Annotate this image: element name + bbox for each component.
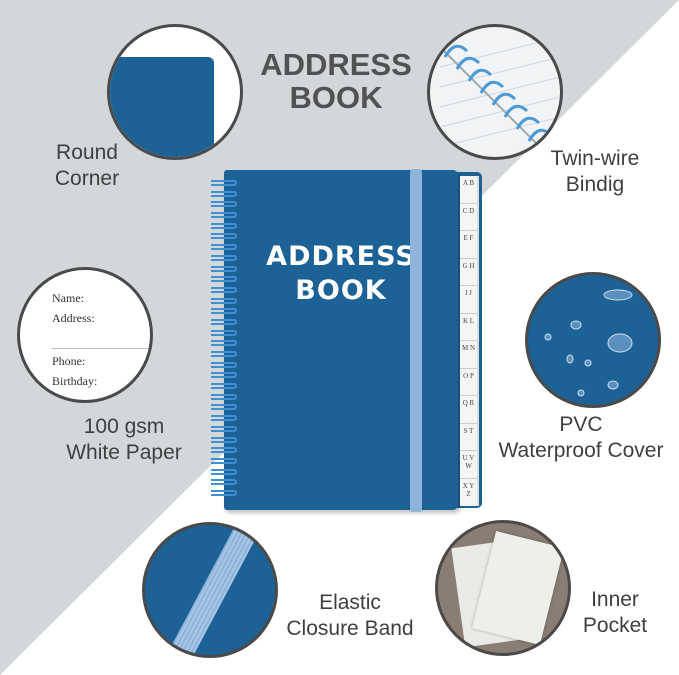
form-field-phone: Phone:: [52, 354, 86, 368]
paper-circle: Name: Address: Phone: Birthday: Notes:: [17, 267, 153, 403]
spiral-coil: [211, 297, 237, 304]
spiral-coil: [211, 318, 237, 325]
spiral-coil: [211, 254, 237, 261]
label-line: PVC: [559, 413, 603, 436]
spiral-coil: [211, 340, 237, 347]
title-line1: ADDRESS: [260, 47, 412, 82]
spiral-coil: [211, 351, 237, 357]
spiral-coil: [211, 190, 237, 197]
tab: Q R: [460, 396, 477, 424]
pocket-circle: [435, 520, 571, 656]
tab: G H: [460, 259, 477, 286]
spiral-coil: [211, 489, 237, 496]
label-line: Corner: [54, 167, 120, 190]
spiral-coil: [211, 329, 237, 336]
page-title: ADDRESS BOOK: [236, 48, 436, 114]
cover-title-line2: BOOK: [295, 275, 387, 306]
spiral-coil: [211, 265, 237, 272]
pvc-circle: [525, 272, 661, 408]
label-line: Waterproof Cover: [498, 439, 664, 462]
cover-title: ADDRESS BOOK: [224, 240, 458, 308]
tab: O P: [460, 369, 477, 396]
spiral-coil: [211, 447, 237, 454]
twin-wire-circle: [427, 24, 563, 160]
tab: K L: [460, 314, 477, 341]
tab: M N: [460, 341, 477, 369]
label-line: White Paper: [66, 441, 182, 464]
tab: C D: [460, 204, 477, 231]
form-field-notes: Notes:: [52, 394, 84, 403]
front-cover: ADDRESS BOOK: [224, 170, 458, 510]
paper-label: 100 gsm White Paper: [44, 414, 204, 466]
cover-title-line1: ADDRESS: [266, 241, 416, 272]
label-line: 100 gsm: [83, 415, 165, 438]
spiral-coil: [211, 393, 237, 400]
tab: E F: [460, 231, 477, 259]
tab: U V W: [460, 451, 477, 479]
spiral-coil: [211, 415, 237, 422]
form-field-birthday: Birthday:: [52, 374, 98, 388]
spiral-coil: [211, 383, 237, 390]
title-line2: BOOK: [289, 80, 383, 115]
tab: X Y Z: [462, 481, 475, 498]
elastic-band: [410, 169, 422, 512]
spiral-coil: [211, 212, 237, 219]
elastic-circle: [142, 522, 278, 658]
elastic-label: Elastic Closure Band: [270, 590, 430, 642]
round-corner-circle: [107, 24, 243, 160]
spiral-coil: [211, 308, 237, 315]
spiral-coil: [211, 286, 237, 293]
spiral-coil: [211, 244, 237, 251]
spiral-coil: [211, 233, 237, 240]
tab: I J: [460, 286, 477, 314]
label-line: Bindig: [565, 173, 625, 196]
label-line: Twin-wire: [550, 147, 640, 170]
twin-wire-label: Twin-wire Bindig: [530, 146, 660, 198]
label-line: Pocket: [582, 614, 648, 637]
round-corner-label: Round Corner: [22, 140, 152, 192]
spiral-coil: [211, 180, 237, 186]
spiral-coil: [211, 361, 237, 368]
spiral-coil: [211, 436, 237, 443]
spiral-coil: [211, 276, 237, 283]
tab: S T: [460, 424, 477, 451]
alphabet-tabs: A B C D E F G H I J K L M N O P Q R S T …: [460, 176, 479, 506]
spiral-coil: [211, 468, 237, 475]
spiral-coil: [211, 222, 237, 229]
spiral-binding: [211, 180, 239, 502]
form-field-address: Address:: [52, 311, 95, 325]
spiral-coil: [211, 404, 237, 411]
spiral-coil: [211, 457, 237, 464]
label-line: Round: [56, 141, 118, 164]
spiral-coil: [211, 425, 237, 432]
label-line: Closure Band: [286, 617, 414, 640]
pvc-label: PVC Waterproof Cover: [481, 412, 679, 464]
tab: A B: [460, 176, 477, 204]
water-droplets-icon: [544, 289, 633, 397]
spiral-coil: [211, 201, 237, 208]
spiral-coil: [211, 479, 237, 486]
spiral-binding-icon: [439, 36, 560, 157]
label-line: Elastic: [319, 591, 381, 614]
spiral-coil: [211, 372, 237, 379]
label-line: Inner: [591, 588, 639, 611]
form-field-name: Name:: [52, 291, 84, 305]
pocket-label: Inner Pocket: [570, 587, 660, 639]
